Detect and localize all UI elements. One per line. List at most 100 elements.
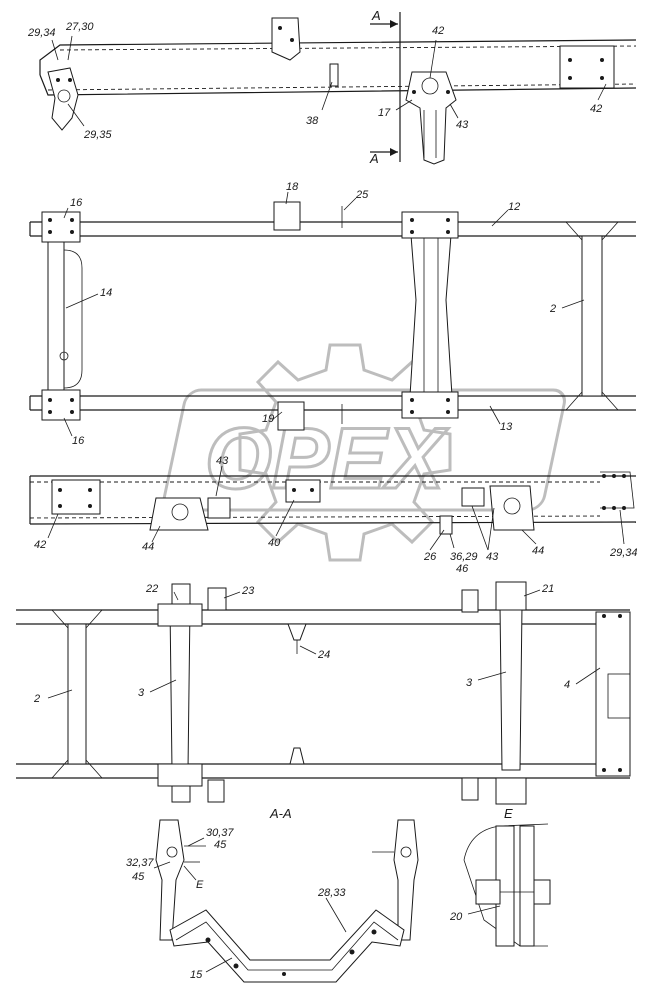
label-2-plan: 2 bbox=[549, 303, 556, 315]
plate-38 bbox=[329, 63, 339, 87]
bracket-23-lower bbox=[207, 779, 225, 803]
watermark-logo: OPEX bbox=[162, 343, 566, 562]
label-22: 22 bbox=[145, 583, 158, 595]
label-3-right: 3 bbox=[466, 677, 473, 689]
view-side-rear: 43 42 44 40 26 36,29 46 43 44 29,34 bbox=[29, 455, 638, 575]
spring-bracket bbox=[405, 71, 457, 165]
label-44-left: 44 bbox=[142, 541, 154, 553]
bracket-right-bottom bbox=[461, 777, 479, 801]
label-4: 4 bbox=[564, 679, 570, 691]
label-3-left: 3 bbox=[138, 687, 145, 699]
label-26: 26 bbox=[423, 551, 437, 563]
label-46: 46 bbox=[456, 563, 469, 575]
bracket-42-rear-side bbox=[51, 479, 101, 515]
front-bracket bbox=[47, 67, 79, 131]
label-45-bottom: 45 bbox=[132, 871, 145, 883]
label-2-rear: 2 bbox=[33, 693, 40, 705]
label-42-rear: 42 bbox=[590, 103, 602, 115]
bracket-24 bbox=[287, 623, 307, 641]
label-36-29: 36,29 bbox=[450, 551, 478, 563]
mount-21 bbox=[495, 581, 527, 611]
label-16-top: 16 bbox=[70, 197, 83, 209]
label-32-37: 32,37 bbox=[126, 857, 154, 869]
label-20: 20 bbox=[449, 911, 463, 923]
label-e-small: E bbox=[196, 879, 204, 891]
view-plan-front: 16 18 25 12 14 2 16 19 13 bbox=[29, 181, 636, 447]
label-44-right: 44 bbox=[532, 545, 544, 557]
crossmember-13 bbox=[409, 221, 453, 397]
detail-e bbox=[463, 823, 551, 947]
bracket-43-right bbox=[461, 487, 485, 507]
label-27-30: 27,30 bbox=[65, 21, 94, 33]
section-mark-a-top: A bbox=[371, 8, 381, 23]
label-40: 40 bbox=[268, 537, 281, 549]
view-side-top: 29,34 27,30 29,35 38 42 17 43 42 A A bbox=[27, 8, 637, 166]
crossmember-2-plan bbox=[581, 235, 603, 397]
detail-title-e: E bbox=[504, 806, 513, 821]
bracket-24-lower bbox=[289, 747, 305, 765]
crossmember-14 bbox=[47, 235, 65, 397]
bracket-16-bottom bbox=[41, 389, 81, 421]
detail-e-plate-2 bbox=[519, 825, 535, 947]
bracket-middle-top bbox=[401, 211, 459, 239]
bracket-44-right bbox=[489, 485, 535, 531]
label-13: 13 bbox=[500, 421, 513, 433]
label-14: 14 bbox=[100, 287, 112, 299]
label-25: 25 bbox=[355, 189, 369, 201]
label-16-bottom: 16 bbox=[72, 435, 85, 447]
label-19: 19 bbox=[262, 413, 274, 425]
label-29-34-rear: 29,34 bbox=[609, 547, 638, 559]
label-12: 12 bbox=[508, 201, 520, 213]
label-43-rear-b: 43 bbox=[486, 551, 499, 563]
crossmember-3-left bbox=[169, 605, 191, 771]
label-43: 43 bbox=[456, 119, 469, 131]
bracket-3-left-bottom bbox=[157, 763, 203, 787]
label-38: 38 bbox=[306, 115, 319, 127]
bracket-40 bbox=[285, 479, 321, 503]
mount-lower-right bbox=[495, 777, 527, 805]
label-43-rear-a: 43 bbox=[216, 455, 229, 467]
bracket-right-top bbox=[461, 589, 479, 613]
label-23: 23 bbox=[241, 585, 255, 597]
crossmember-4 bbox=[595, 611, 631, 777]
watermark-text: OPEX bbox=[205, 411, 449, 507]
label-45-top: 45 bbox=[214, 839, 227, 851]
view-plan-rear: 22 23 21 24 2 3 3 4 bbox=[16, 581, 631, 805]
crossmember-2 bbox=[67, 623, 87, 765]
bracket-16-top bbox=[41, 211, 81, 243]
section-title-aa: A-A bbox=[269, 806, 292, 821]
section-left-bracket bbox=[155, 819, 185, 941]
label-42-rear-side: 42 bbox=[34, 539, 46, 551]
label-29-34: 29,34 bbox=[27, 27, 56, 39]
bracket-44-left bbox=[149, 497, 209, 531]
section-right-bracket bbox=[393, 819, 419, 941]
watermark-frame bbox=[162, 388, 566, 512]
clamp-26 bbox=[439, 515, 453, 535]
bracket-23 bbox=[207, 587, 227, 611]
label-28-33: 28,33 bbox=[317, 887, 346, 899]
crossmember-15 bbox=[169, 909, 405, 983]
section-mark-a-bottom: A bbox=[369, 151, 379, 166]
label-18: 18 bbox=[286, 181, 299, 193]
label-15: 15 bbox=[190, 969, 203, 981]
bracket-43-left bbox=[207, 497, 231, 519]
detail-e-bolt-head bbox=[475, 879, 501, 905]
detail-e-nut bbox=[533, 879, 551, 905]
label-17: 17 bbox=[378, 107, 391, 119]
label-21: 21 bbox=[541, 583, 554, 595]
bracket-19 bbox=[277, 401, 305, 431]
bracket-18 bbox=[273, 201, 301, 231]
view-section-aa: A-A E 30,37 45 bbox=[126, 806, 551, 983]
label-30-37: 30,37 bbox=[206, 827, 234, 839]
label-29-35: 29,35 bbox=[83, 129, 112, 141]
label-24: 24 bbox=[317, 649, 330, 661]
label-42-top: 42 bbox=[432, 25, 444, 37]
rear-bracket bbox=[559, 45, 615, 89]
bracket-3-left-top bbox=[157, 603, 203, 627]
detail-e-plate bbox=[495, 825, 515, 947]
top-bracket bbox=[271, 17, 301, 61]
crossmember-3-right bbox=[499, 605, 523, 771]
bracket-middle-bottom bbox=[401, 391, 459, 419]
